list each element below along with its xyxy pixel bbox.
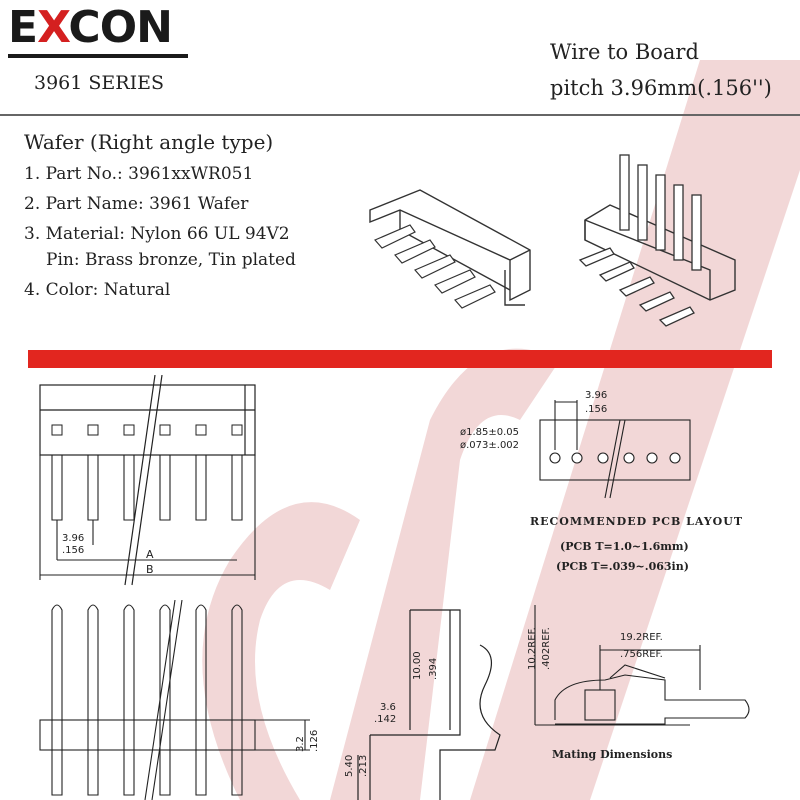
profile-height-mm: 10.00: [412, 651, 423, 680]
base-height-mm: 3.2: [295, 736, 306, 752]
front-view-drawing: 3.96 .156 A B: [39, 375, 256, 586]
profile-offset-mm: 3.6: [380, 702, 396, 713]
mating-height-mm: 10.2REF.: [527, 627, 538, 670]
mating-width-in: .756REF.: [620, 649, 663, 660]
connector-illustration-top: [578, 154, 736, 327]
spec-item-material: 3. Material: Nylon 66 UL 94V2: [24, 224, 290, 244]
spec-item-color: 4. Color: Natural: [24, 280, 171, 300]
header-divider: [0, 114, 800, 116]
profile-view-drawing: 10.00 .394 3.6 .142 5.40 .213: [344, 609, 501, 800]
brand-logo: EXCON: [8, 2, 173, 53]
pcb-note-mm: (PCB T=1.0~1.6mm): [560, 540, 689, 553]
spec-item-part-name: 2. Part Name: 3961 Wafer: [24, 194, 249, 214]
pitch-label: pitch 3.96mm(.156''): [550, 76, 772, 100]
section-red-bar: [28, 350, 772, 368]
wire-to-board-label: Wire to Board: [550, 40, 699, 64]
spec-title: Wafer (Right angle type): [24, 130, 274, 154]
mating-width-mm: 19.2REF.: [620, 632, 663, 643]
profile-tail-mm: 5.40: [344, 755, 355, 777]
pin-side-view-drawing: 3.2 .126: [39, 600, 320, 800]
front-pitch-in: .156: [62, 545, 84, 556]
mating-dimensions-label: Mating Dimensions: [552, 748, 673, 761]
pcb-hole-mm: ø1.85±0.05: [460, 427, 519, 438]
pcb-note-in: (PCB T=.039~.063in): [556, 560, 689, 573]
base-height-in: .126: [309, 730, 320, 752]
series-label: 3961 SERIES: [34, 72, 164, 94]
spec-item-part-no: 1. Part No.: 3961xxWR051: [24, 164, 254, 184]
mating-drawing: 19.2REF. .756REF. 10.2REF. .402REF.: [527, 605, 750, 726]
spec-item-pin: Pin: Brass bronze, Tin plated: [46, 250, 296, 270]
pcb-layout-title: RECOMMENDED PCB LAYOUT: [530, 515, 744, 528]
dim-b-label: B: [146, 563, 154, 576]
logo-underline: [8, 54, 188, 58]
front-pitch-mm: 3.96: [62, 533, 84, 544]
profile-tail-in: .213: [358, 755, 369, 777]
connector-illustration-side: [369, 189, 531, 309]
profile-height-in: .394: [428, 658, 439, 680]
dim-a-label: A: [146, 548, 154, 561]
pcb-layout-drawing: 3.96 .156 ø1.85±0.05 ø.073±.002: [460, 390, 691, 499]
pcb-pitch-in: .156: [585, 404, 607, 415]
profile-offset-in: .142: [374, 714, 396, 725]
pcb-hole-in: ø.073±.002: [460, 440, 519, 451]
pcb-pitch-mm: 3.96: [585, 390, 607, 401]
mating-height-in: .402REF.: [541, 627, 552, 670]
